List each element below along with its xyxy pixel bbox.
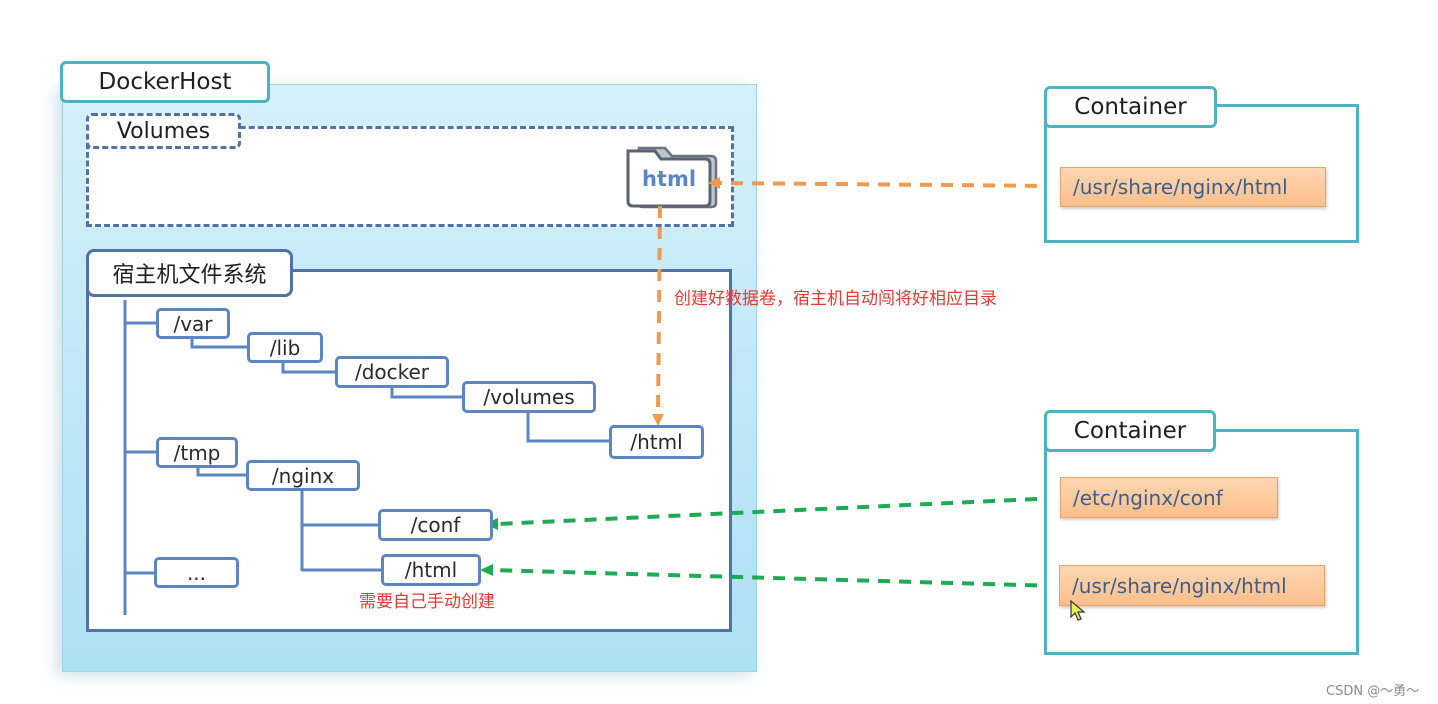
node-docker: /docker (335, 356, 449, 388)
green-arrowhead-2 (480, 564, 493, 576)
orange-arrowhead-2 (652, 414, 664, 426)
mouse-cursor-icon (1070, 599, 1086, 622)
container-2-title: Container (1044, 410, 1216, 452)
node-lib: /lib (247, 332, 323, 363)
manual-create-note: 需要自己手动创建 (359, 592, 495, 612)
container-1-title: Container (1044, 86, 1217, 128)
folder-label: html (641, 167, 697, 191)
node-conf: /conf (378, 509, 493, 541)
watermark: CSDN @～勇～ (1326, 684, 1420, 699)
container-1-html-path: /usr/share/nginx/html (1060, 167, 1326, 207)
auto-create-note: 创建好数据卷，宿主机自动闯将好相应目录 (674, 289, 997, 309)
node-volumes-html: /html (609, 425, 704, 459)
container-2-conf-path: /etc/nginx/conf (1060, 477, 1278, 518)
folder-icon: html (625, 143, 719, 209)
node-nginx: /nginx (246, 460, 360, 491)
orange-arrowhead-1 (708, 177, 720, 189)
node-nginx-html: /html (381, 554, 481, 586)
node-var: /var (156, 308, 230, 339)
container-2-html-path: /usr/share/nginx/html (1059, 565, 1325, 606)
node-tmp: /tmp (156, 437, 238, 468)
green-arrow-html (489, 568, 1059, 588)
green-arrow-conf (496, 496, 1059, 526)
node-ellipsis: ... (154, 557, 239, 588)
orange-arrow-v (656, 205, 662, 415)
host-fs-title: 宿主机文件系统 (86, 249, 293, 297)
container-2-box (1044, 429, 1359, 655)
volumes-title: Volumes (86, 113, 241, 149)
node-volumes: /volumes (462, 381, 596, 413)
orange-arrow-h (719, 181, 1059, 188)
docker-host-title: DockerHost (60, 61, 270, 103)
